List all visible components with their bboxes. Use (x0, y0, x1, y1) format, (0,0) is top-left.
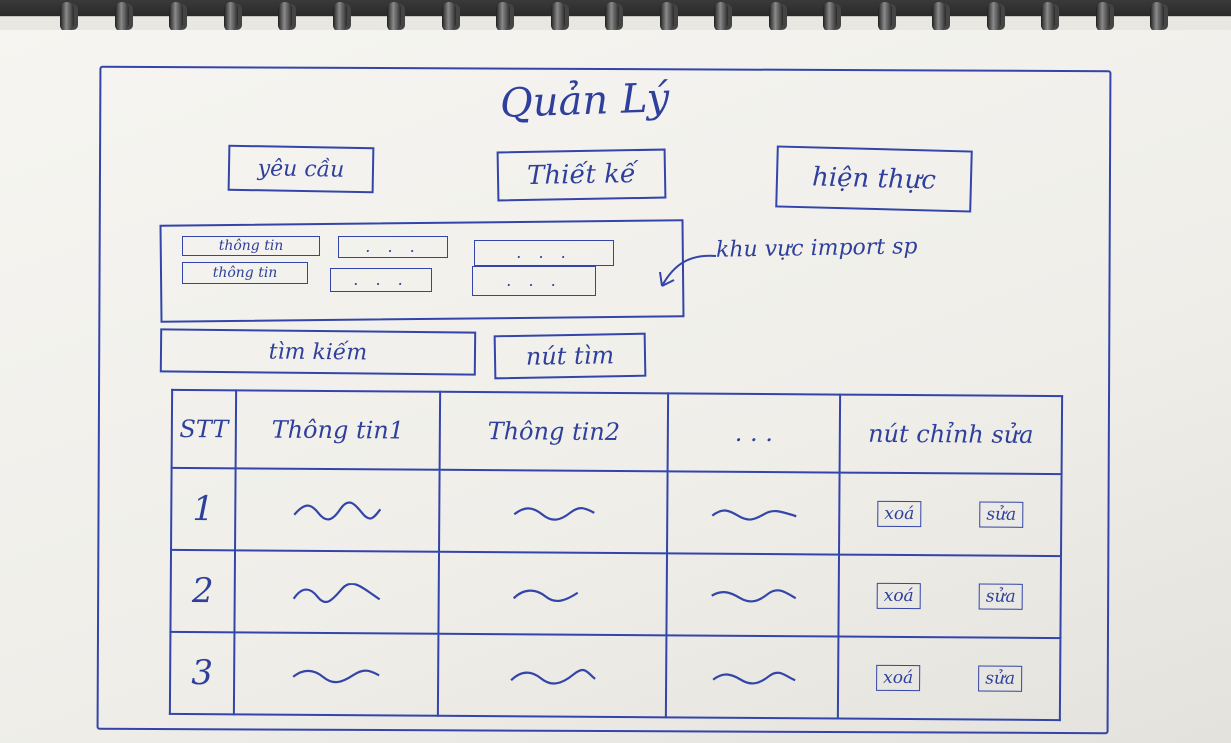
spiral-ring (223, 2, 238, 32)
squiggle-placeholder (510, 668, 596, 685)
squiggle-placeholder (292, 582, 381, 604)
import-input-field[interactable]: . . . (474, 240, 614, 266)
column-header-stt: STT (171, 389, 237, 469)
page-title: Quản Lý (499, 75, 671, 127)
row-number: 1 (171, 467, 236, 551)
spiral-ring (550, 2, 565, 32)
spiral-ring (823, 2, 837, 32)
table-header-row: STT Thông tin1 Thông tin2 . . . nút chỉn… (171, 389, 1063, 475)
spiral-ring (768, 2, 783, 32)
spiral-ring (877, 2, 892, 32)
squiggle-placeholder (711, 589, 797, 603)
spiral-ring (332, 2, 347, 32)
cell-placeholder (667, 471, 840, 555)
squiggle-placeholder (293, 501, 382, 521)
spiral-ring (659, 2, 674, 32)
edit-button[interactable]: sửa (978, 665, 1023, 692)
squiggle-placeholder (513, 507, 595, 521)
spiral-ring (1150, 2, 1164, 32)
column-header-info2: Thông tin2 (439, 391, 669, 472)
spiral-ring (1041, 2, 1055, 32)
actions-cell: xoá sửa (839, 472, 1062, 557)
squiggle-placeholder (711, 509, 797, 521)
table-row: 3 xoá sửa (169, 631, 1061, 721)
cell-placeholder (437, 633, 667, 718)
import-info-label: thông tin (182, 236, 320, 256)
import-input-field[interactable]: . . . (472, 266, 596, 296)
column-header-more: . . . (667, 393, 841, 473)
spiral-ring (932, 2, 946, 32)
edit-button[interactable]: sửa (978, 583, 1023, 610)
column-header-actions: nút chỉnh sửa (839, 394, 1063, 475)
edit-button[interactable]: sửa (979, 501, 1024, 528)
table-row: 2 xoá sửa (170, 549, 1062, 639)
search-input[interactable]: tìm kiếm (159, 328, 477, 376)
column-header-info1: Thông tin1 (235, 390, 441, 470)
tab-design[interactable]: Thiết kế (496, 148, 667, 202)
import-info-label: thông tin (182, 262, 308, 284)
cell-placeholder (233, 632, 439, 716)
tab-requirements[interactable]: yêu cầu (227, 144, 375, 194)
tab-implementation[interactable]: hiện thực (775, 145, 973, 213)
import-input-field[interactable]: . . . (338, 236, 448, 258)
row-number: 2 (170, 549, 236, 633)
delete-button[interactable]: xoá (876, 664, 921, 692)
actions-cell: xoá sửa (838, 554, 1062, 639)
squiggle-placeholder (292, 669, 380, 684)
squiggle-placeholder (712, 671, 796, 685)
delete-button[interactable]: xoá (876, 582, 921, 610)
spiral-ring (278, 2, 292, 32)
search-button[interactable]: nút tìm (493, 332, 647, 380)
squiggle-placeholder (512, 589, 579, 603)
table-row: 1 xoá sửa (171, 467, 1062, 557)
actions-cell: xoá sửa (837, 636, 1061, 721)
import-input-field[interactable]: . . . (330, 268, 432, 292)
row-number: 3 (169, 631, 235, 715)
arrow-left-icon (659, 254, 717, 287)
spiral-ring (1095, 2, 1110, 32)
notebook-page (0, 30, 1231, 743)
spiral-ring (496, 2, 510, 32)
spiral-ring (60, 2, 74, 32)
spiral-ring (441, 2, 456, 32)
spiral-ring (605, 2, 619, 32)
spiral-ring (714, 2, 728, 32)
cell-placeholder (235, 468, 440, 552)
data-table: STT Thông tin1 Thông tin2 . . . nút chỉn… (169, 389, 1063, 721)
cell-placeholder (438, 551, 668, 636)
delete-button[interactable]: xoá (877, 500, 922, 528)
spiral-ring (986, 2, 1001, 32)
spiral-ring (169, 2, 183, 32)
cell-placeholder (439, 469, 668, 554)
spiral-ring (387, 2, 401, 32)
spiral-ring (114, 2, 129, 32)
cell-placeholder (666, 553, 840, 637)
import-area-annotation: khu vực import sp (715, 234, 918, 263)
cell-placeholder (665, 635, 839, 719)
cell-placeholder (234, 550, 440, 634)
